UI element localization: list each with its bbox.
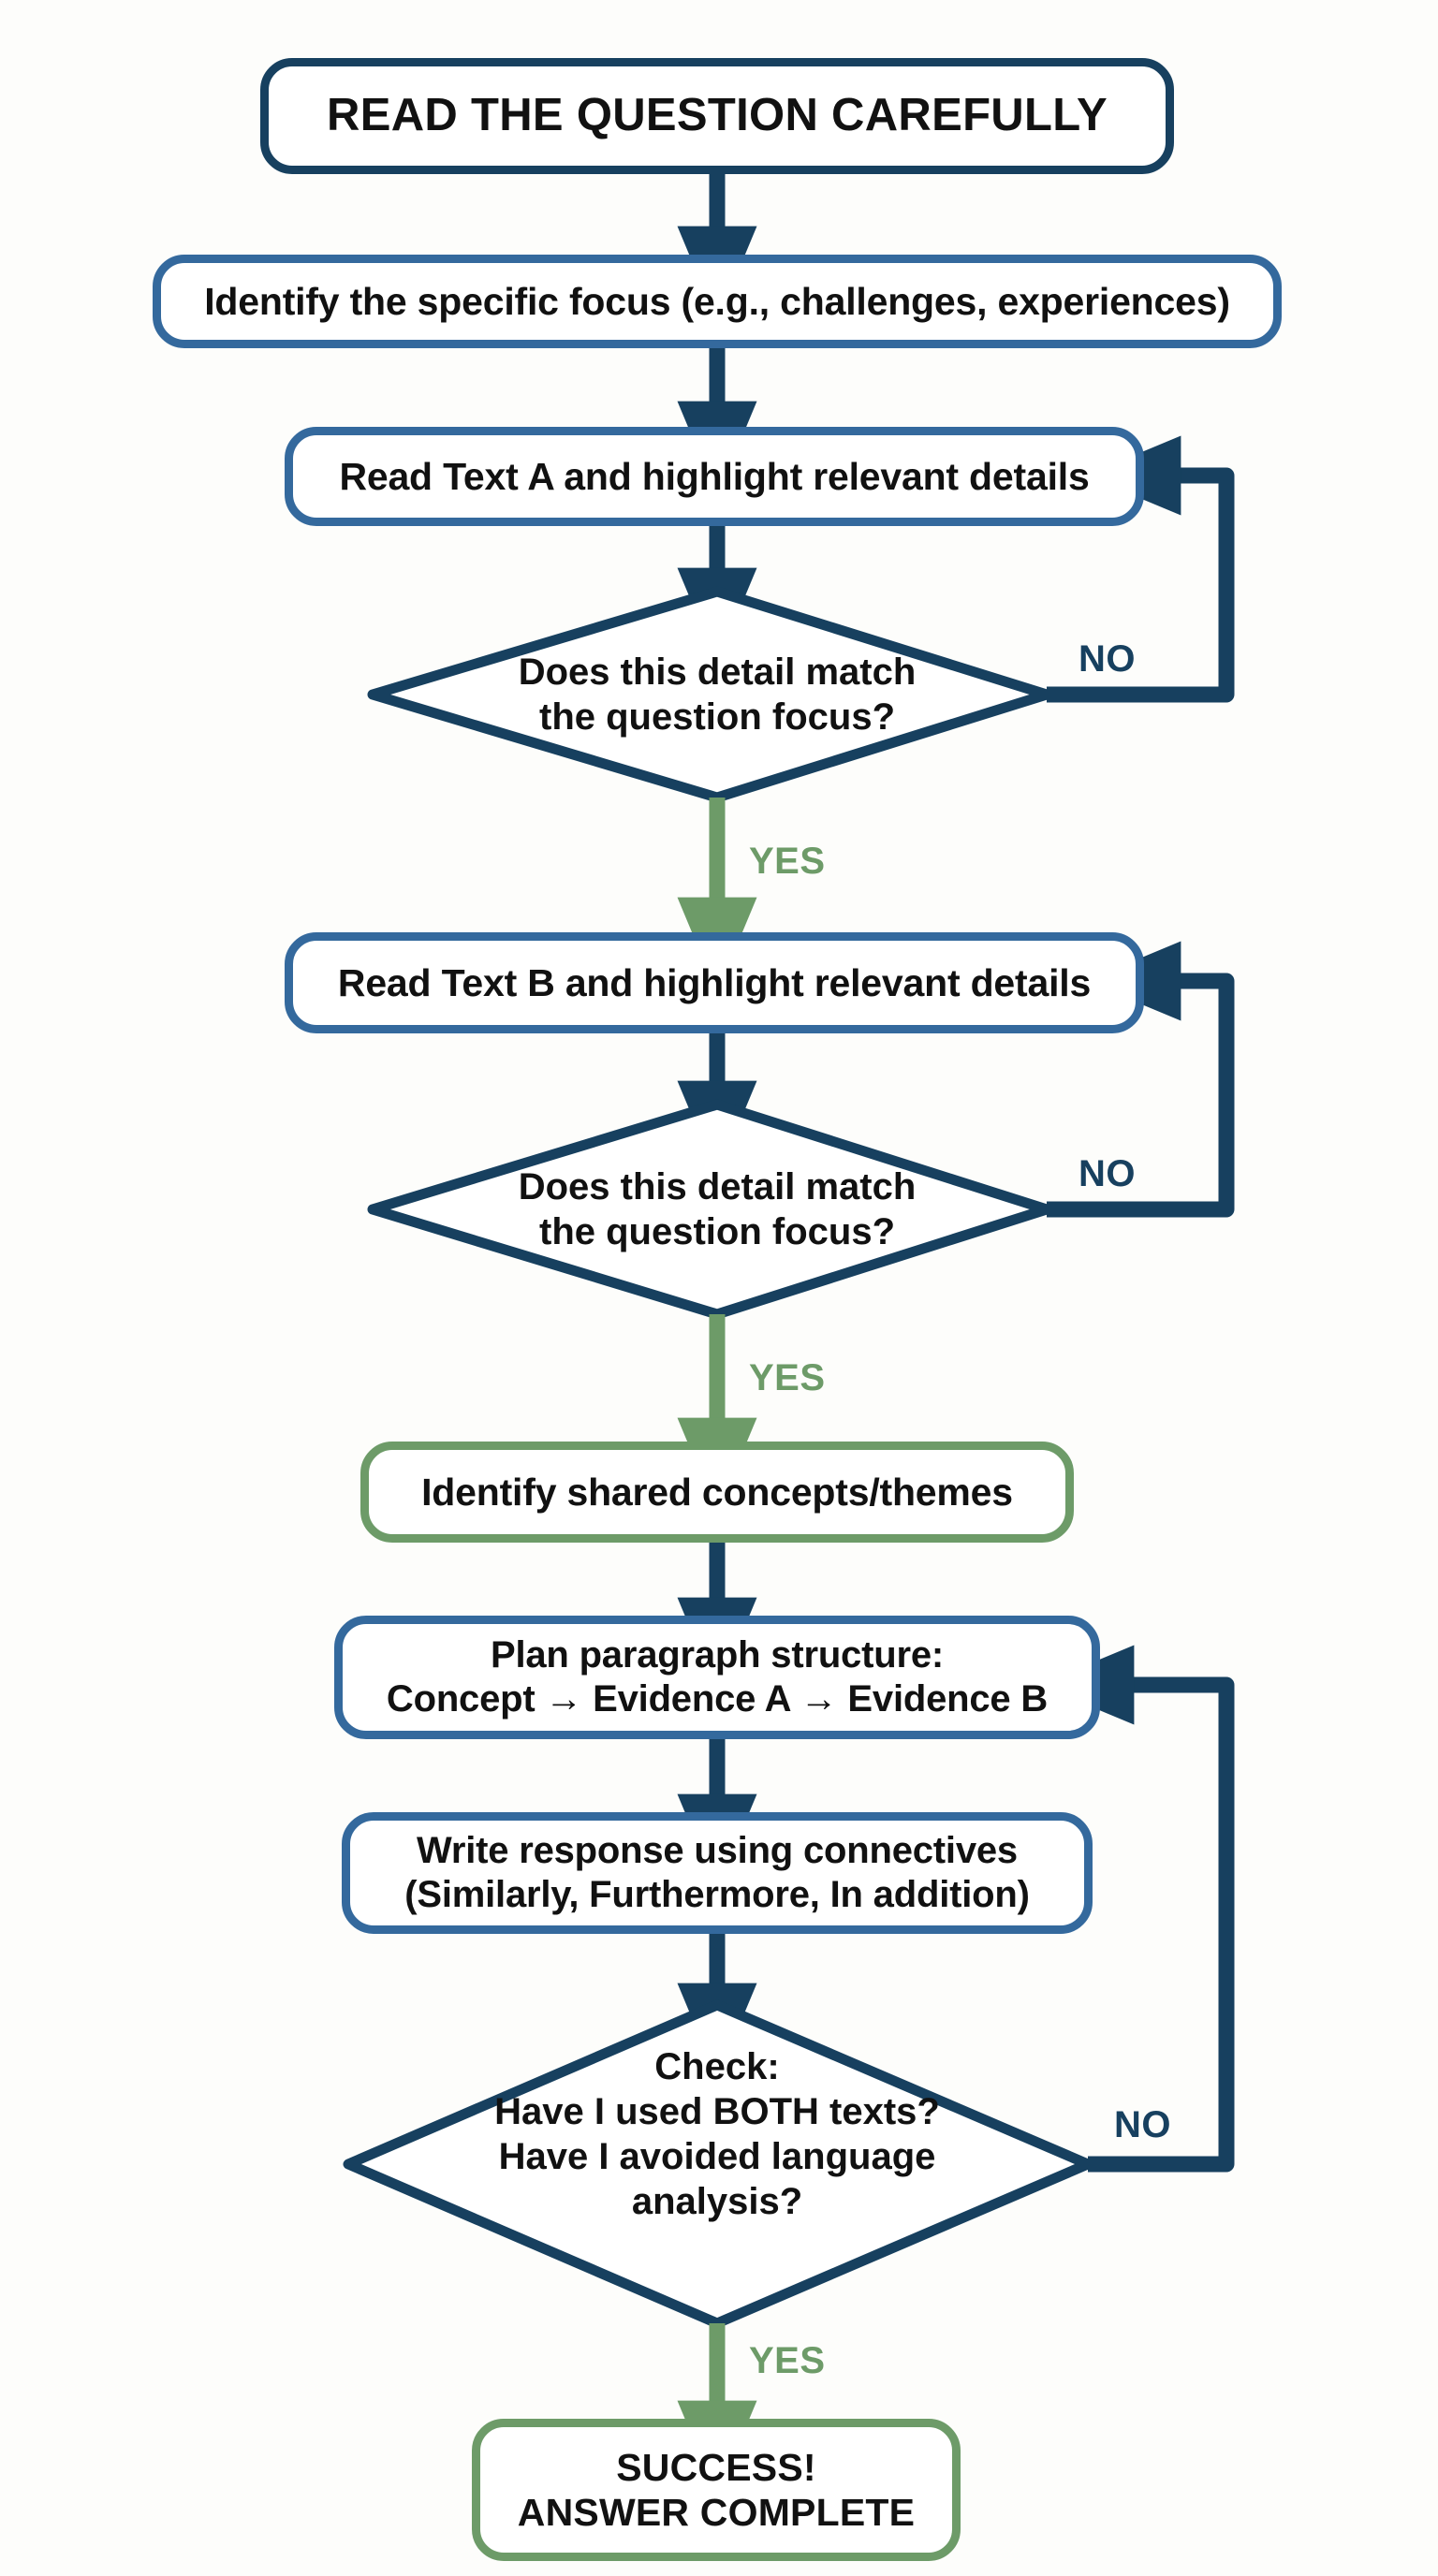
node-success-answer-complete[interactable]: SUCCESS! ANSWER COMPLETE (472, 2419, 961, 2561)
edge-label-yes-final-check: YES (749, 2340, 826, 2381)
edge-label-no-decide-b: NO (1078, 1153, 1136, 1194)
node-plan-paragraph-structure[interactable]: Plan paragraph structure: Concept → Evid… (334, 1616, 1100, 1739)
node-read-the-question-carefully[interactable]: READ THE QUESTION CAREFULLY (260, 58, 1174, 174)
edge-label-no-decide-a: NO (1078, 638, 1136, 680)
node-read-text-b[interactable]: Read Text B and highlight relevant detai… (285, 932, 1144, 1033)
edge-final-check-no-loop (1038, 1645, 1235, 2173)
node-read-text-a[interactable]: Read Text A and highlight relevant detai… (285, 427, 1144, 526)
edge-label-yes-decide-a: YES (749, 841, 826, 882)
node-identify-focus[interactable]: Identify the specific focus (e.g., chall… (153, 255, 1282, 348)
edge-decide-b-no-loop (1047, 941, 1235, 1218)
decision-diamond-a (367, 586, 1052, 803)
edge-label-no-final-check: NO (1114, 2104, 1171, 2145)
edge-decide-a-no-loop (1047, 435, 1235, 703)
decision-diamond-final-check (343, 1999, 1093, 2329)
node-write-response[interactable]: Write response using connectives (Simila… (342, 1812, 1093, 1934)
decision-diamond-b (367, 1099, 1052, 1320)
edge-label-yes-decide-b: YES (749, 1357, 826, 1398)
node-identify-shared-concepts[interactable]: Identify shared concepts/themes (360, 1442, 1074, 1543)
